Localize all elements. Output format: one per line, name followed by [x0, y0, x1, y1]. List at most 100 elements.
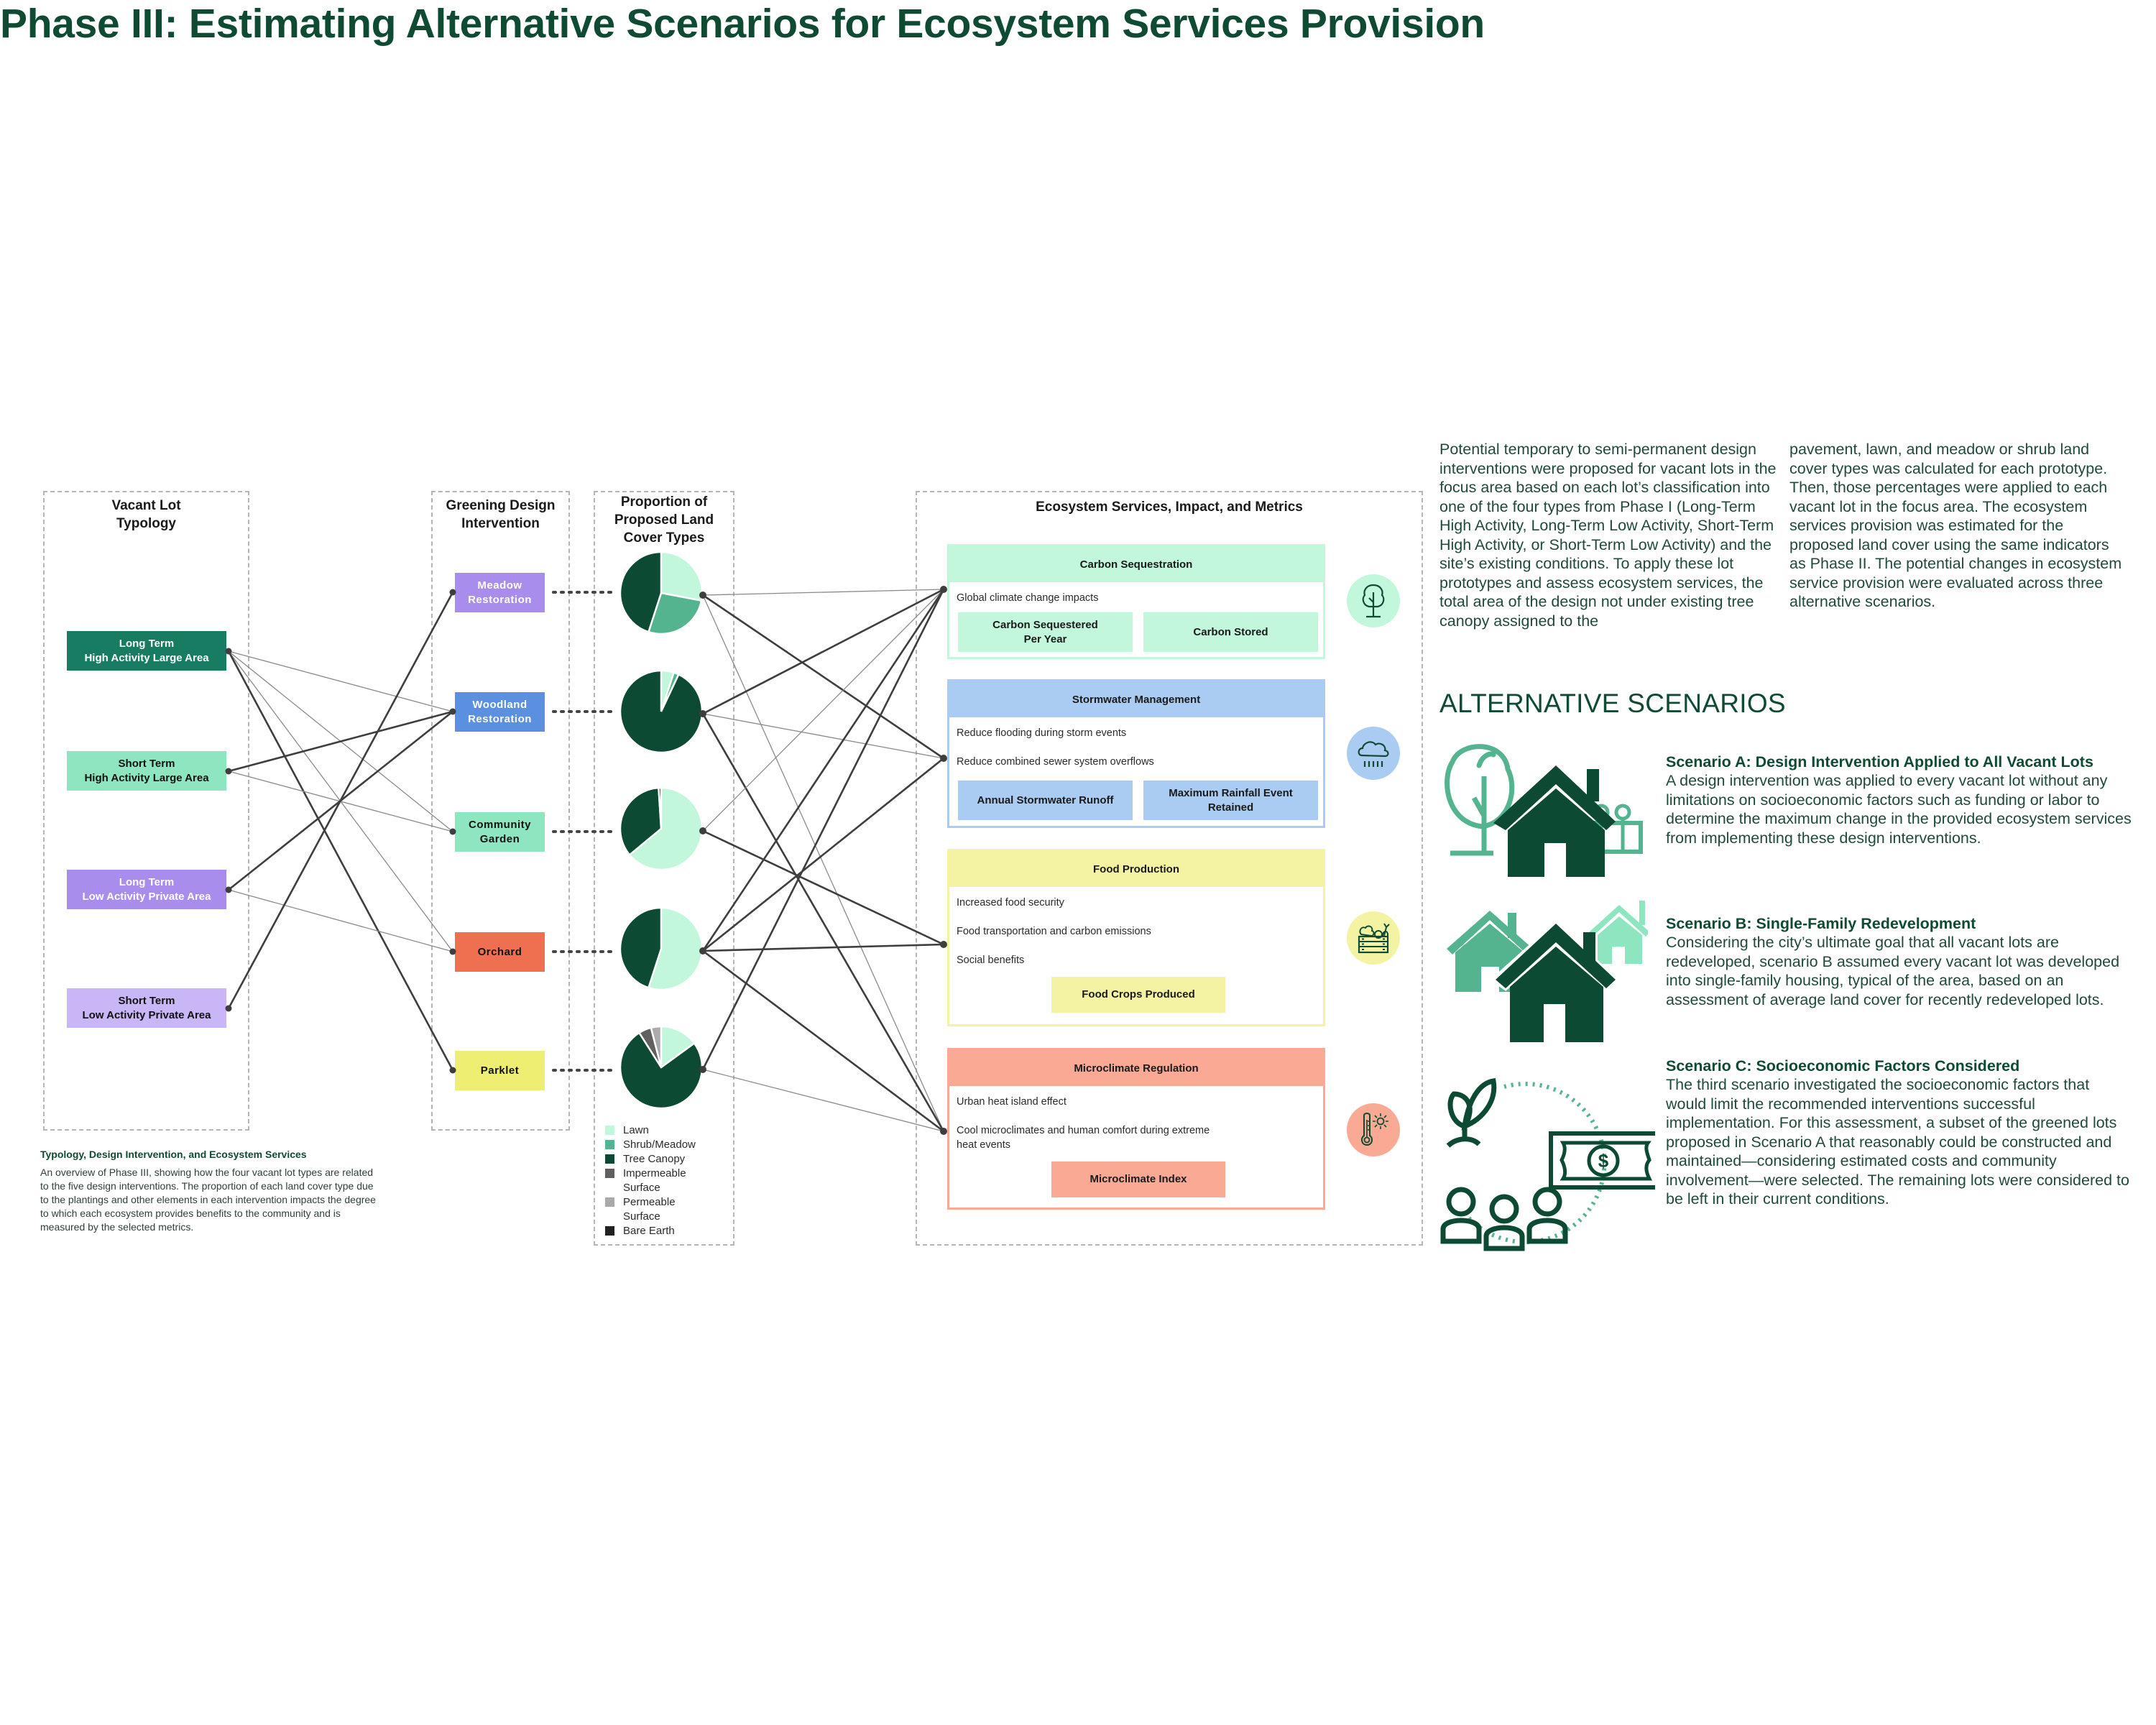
svg-text:$: $ — [1598, 1150, 1609, 1172]
intervention-box-woodland[interactable]: Woodland Restoration — [455, 692, 545, 732]
legend-item: Bare Earth — [605, 1224, 696, 1238]
pie-connector-dot — [699, 947, 706, 954]
service-metric: Microclimate Index — [1051, 1162, 1225, 1197]
intervention-label: Meadow Restoration — [468, 579, 532, 606]
pie-slice-parklet-permeable-surface — [650, 1025, 663, 1068]
pie-slice-woodland-restoration-tree-canopy — [619, 669, 704, 754]
service-metric: Maximum Rainfall Event Retained — [1143, 781, 1318, 820]
legend-label: Impermeable Surface — [623, 1167, 686, 1194]
typology-label: Long Term High Activity Large Area — [84, 637, 209, 664]
pie-slice-community-garden-tree-canopy — [619, 786, 663, 857]
typology-connector-dot — [225, 886, 232, 893]
typology-box-st-la[interactable]: Short Term Low Activity Private Area — [67, 988, 226, 1028]
service-link-line — [702, 1069, 944, 1132]
intervention-label: Community Garden — [469, 818, 531, 845]
typology-box-lt-ha[interactable]: Long Term High Activity Large Area — [67, 631, 226, 671]
legend-swatch — [605, 1197, 614, 1207]
typology-column-frame — [43, 491, 249, 1131]
legend-label: Tree Canopy — [623, 1153, 686, 1165]
typology-link-line — [228, 889, 453, 952]
intervention-label: Orchard — [477, 945, 522, 958]
scenario-description: Considering the city’s ultimate goal tha… — [1666, 934, 2120, 1008]
intervention-connector-dot — [449, 828, 456, 835]
house-with-tree-icon — [1445, 744, 1643, 877]
ecosystem-column-frame — [916, 491, 1423, 1246]
service-metric: Carbon Stored — [1143, 612, 1318, 652]
proportion-column-heading: Proportion of Proposed Land Cover Types — [614, 494, 714, 546]
thermometer-sun-icon — [1360, 1113, 1388, 1146]
legend-label: Bare Earth — [623, 1225, 675, 1237]
intervention-box-community[interactable]: Community Garden — [455, 812, 545, 852]
service-link-line — [701, 589, 945, 952]
service-link-line — [702, 943, 944, 952]
microclimate-icon-badge — [1347, 1103, 1400, 1156]
design-column-heading: Greening Design Intervention — [446, 498, 556, 531]
intro-text-column-2: pavement, lawn, and meadow or shrub land… — [1789, 441, 2122, 610]
figure-caption-heading: Typology, Design Intervention, and Ecosy… — [40, 1149, 307, 1160]
tree-icon — [1362, 584, 1385, 618]
service-title: Carbon Sequestration — [949, 546, 1323, 582]
pie-connector-dot — [699, 1066, 706, 1073]
intervention-box-orchard[interactable]: Orchard — [455, 932, 545, 972]
service-impact: Increased food security — [957, 897, 1064, 908]
legend-item: Tree Canopy — [605, 1152, 696, 1167]
typology-connector-dot — [225, 1005, 232, 1012]
service-link-line — [702, 713, 944, 759]
typology-link-line — [227, 650, 454, 1071]
typology-connector-dot — [225, 768, 232, 775]
stormwater-icon-badge — [1347, 727, 1400, 780]
vegetable-crate-icon — [1358, 923, 1390, 954]
typology-box-st-ha[interactable]: Short Term High Activity Large Area — [67, 751, 226, 791]
service-impact: Global climate change impacts — [957, 592, 1099, 604]
typology-link-line — [228, 650, 453, 712]
intervention-connector-dot — [449, 1067, 456, 1074]
scenario-title: Scenario C: Socioeconomic Factors Consid… — [1666, 1057, 2020, 1075]
scenario-c: Scenario C: Socioeconomic Factors Consid… — [1666, 1057, 2133, 1209]
typology-box-lt-la[interactable]: Long Term Low Activity Private Area — [67, 870, 226, 909]
carbon-icon-badge — [1347, 574, 1400, 627]
pie-connector-dot — [699, 592, 706, 599]
legend-swatch — [605, 1154, 614, 1164]
service-connector-dot — [940, 1128, 947, 1135]
service-link-line — [702, 594, 944, 1132]
legend-item: Shrub/Meadow — [605, 1138, 696, 1152]
plant-money-community-icon: $ — [1440, 1078, 1655, 1251]
legend-swatch — [605, 1140, 614, 1149]
intervention-connector-dot — [449, 589, 456, 596]
service-link-line — [701, 713, 945, 1132]
pie-slice-community-garden-bare-earth — [658, 786, 663, 829]
service-metric: Food Crops Produced — [1051, 977, 1225, 1013]
service-impact: Cool microclimates and human comfort dur… — [957, 1125, 1210, 1151]
rain-cloud-icon — [1358, 741, 1389, 767]
service-connector-dot — [940, 586, 947, 593]
service-link-line — [702, 757, 944, 952]
typology-link-line — [227, 592, 454, 1009]
typology-label: Short Term High Activity Large Area — [84, 757, 209, 784]
service-impact: Urban heat island effect — [957, 1096, 1067, 1108]
pie-slice-meadow-restoration-tree-canopy — [619, 551, 663, 633]
service-link-line — [702, 594, 944, 760]
service-impact: Food transportation and carbon emissions — [957, 926, 1151, 937]
single-family-houses-icon — [1447, 901, 1648, 1042]
service-link-line — [702, 829, 944, 946]
scenario-a: Scenario A: Design Intervention Applied … — [1666, 753, 2133, 847]
legend-item: Permeable Surface — [605, 1195, 696, 1224]
intervention-label: Parklet — [480, 1064, 520, 1077]
service-title: Stormwater Management — [949, 681, 1323, 717]
pie-slice-orchard-tree-canopy — [619, 906, 663, 989]
proportion-column-frame — [594, 491, 734, 1246]
scenario-title: Scenario A: Design Intervention Applied … — [1666, 753, 2093, 770]
pie-connector-dot — [699, 827, 706, 834]
intervention-box-meadow[interactable]: Meadow Restoration — [455, 573, 545, 612]
intervention-box-parklet[interactable]: Parklet — [455, 1051, 545, 1090]
service-link-line — [701, 589, 945, 1070]
intervention-connector-dot — [449, 948, 456, 955]
legend-swatch — [605, 1169, 614, 1178]
typology-label: Long Term Low Activity Private Area — [82, 875, 211, 903]
